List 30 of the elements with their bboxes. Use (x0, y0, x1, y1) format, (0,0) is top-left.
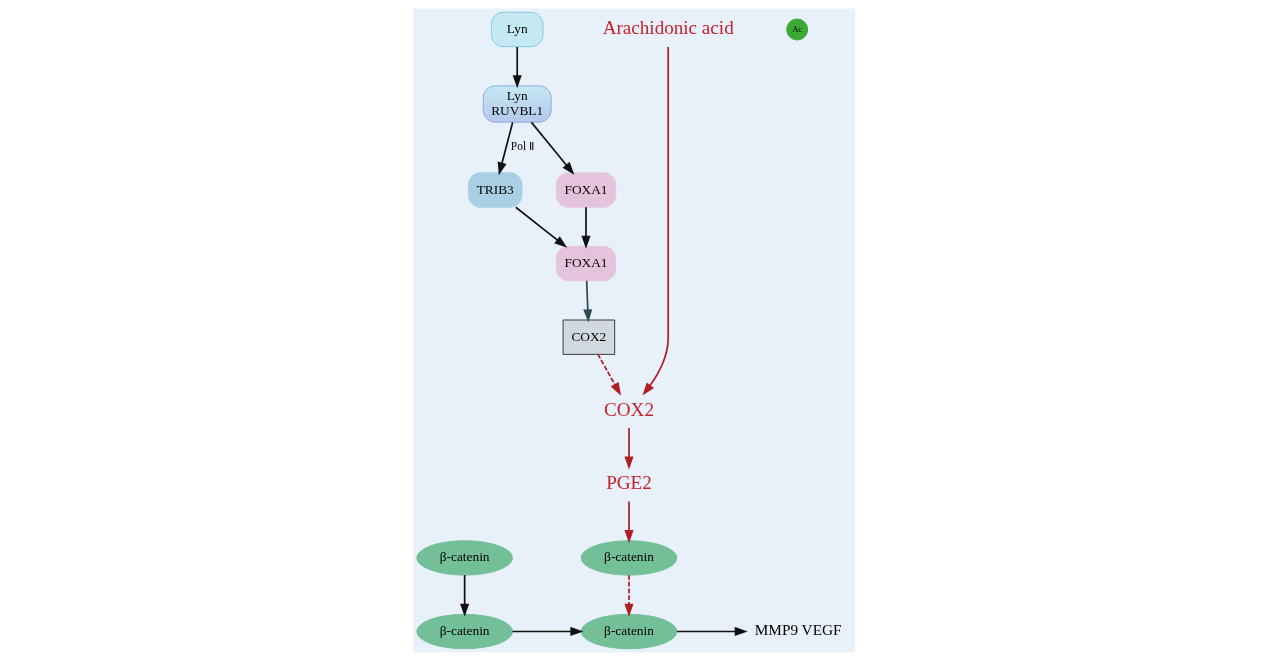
arrow (623, 500, 634, 544)
edge-label: Pol Ⅱ (510, 140, 534, 153)
arrow (580, 206, 591, 249)
arrow (641, 46, 669, 396)
node-box: TRIB3 (467, 172, 522, 208)
node-text: PGE2 (605, 472, 652, 494)
node-box: FOXA1 (555, 245, 616, 282)
arrow (623, 574, 634, 617)
node-ellipse: β-catenin (415, 540, 513, 576)
arrow (514, 206, 567, 248)
arrow (512, 46, 522, 89)
arrow (459, 574, 469, 617)
node-circle: Ac (785, 18, 808, 41)
node-ellipse: β-catenin (580, 540, 677, 576)
node-text: MMP9 VEGF (754, 621, 841, 639)
node-box: Lyn (490, 11, 543, 48)
node-box: COX2 (562, 319, 615, 355)
node-text: COX2 (603, 398, 654, 420)
node-text: Arachidonic acid (602, 17, 734, 39)
node-box: Lyn RUVBL1 (482, 85, 552, 123)
arrow (623, 427, 634, 470)
node-box: FOXA1 (555, 172, 616, 208)
arrow (582, 279, 592, 323)
arrow (675, 626, 748, 637)
node-ellipse: β-catenin (415, 613, 513, 650)
arrow (497, 121, 513, 176)
arrow (511, 626, 583, 637)
arrow (596, 353, 621, 396)
node-ellipse: β-catenin (580, 613, 677, 650)
arrow (530, 121, 574, 175)
